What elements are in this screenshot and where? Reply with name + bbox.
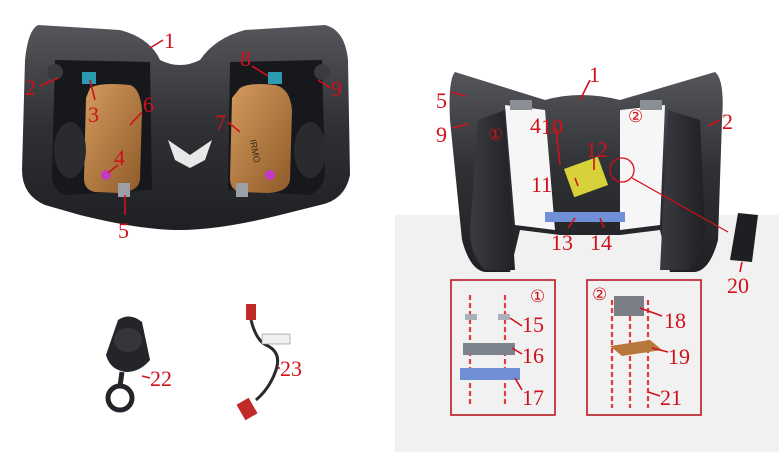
callout-17: 17 bbox=[522, 385, 544, 410]
callout-r9: 9 bbox=[436, 122, 447, 147]
callout-3: 3 bbox=[88, 102, 99, 127]
callout-19: 19 bbox=[668, 344, 690, 369]
harness-part-23: 23 bbox=[236, 304, 302, 421]
detail-marker-1: ① bbox=[530, 287, 545, 307]
callout-r11: 11 bbox=[531, 172, 552, 197]
callout-20: 21 bbox=[660, 385, 682, 410]
callout-6: 6 bbox=[143, 92, 154, 117]
callout-r2: 2 bbox=[722, 109, 733, 134]
callout-r10: 10 bbox=[541, 114, 563, 139]
cover-logo: IRMO bbox=[248, 139, 262, 164]
callout-r12: 12 bbox=[586, 137, 608, 162]
bracket-part-17 bbox=[460, 368, 520, 380]
callout-5: 5 bbox=[118, 218, 129, 243]
callout-1: 1 bbox=[164, 28, 175, 53]
callout-r14: 14 bbox=[590, 230, 612, 255]
detail-marker-2: ② bbox=[592, 285, 607, 305]
front-housing-assembly: IRMO bbox=[22, 25, 350, 230]
seal-strip bbox=[730, 213, 758, 262]
detail-box-2: ② 18 19 21 bbox=[586, 279, 702, 416]
callout-18: 18 bbox=[664, 308, 686, 333]
lower-bracket bbox=[545, 212, 625, 222]
cushion-part-18 bbox=[614, 296, 644, 316]
rear-housing-assembly bbox=[449, 72, 758, 272]
callout-7: 7 bbox=[215, 110, 226, 135]
left-callouts: 1 2 3 4 5 6 7 8 9 bbox=[25, 28, 342, 243]
storage-cover-right bbox=[230, 84, 292, 193]
plate-part-19 bbox=[610, 340, 662, 356]
cap-part-22: 22 bbox=[105, 316, 172, 413]
storage-cover-left bbox=[84, 84, 142, 193]
marker-1-housing: ① bbox=[488, 125, 503, 145]
center-logo-emblem bbox=[168, 140, 212, 168]
callout-21: 20 bbox=[727, 273, 749, 298]
switch-module bbox=[563, 156, 609, 198]
callout-15: 15 bbox=[522, 312, 544, 337]
callout-r5: 5 bbox=[436, 88, 447, 113]
callout-9: 9 bbox=[331, 76, 342, 101]
callout-22: 22 bbox=[150, 366, 172, 391]
callout-r1: 1 bbox=[589, 62, 600, 87]
marker-2-housing: ② bbox=[628, 107, 643, 127]
callout-2: 2 bbox=[25, 75, 36, 100]
callout-23: 23 bbox=[280, 356, 302, 381]
callout-16: 16 bbox=[522, 343, 544, 368]
detail-box-1: ① 15 16 17 bbox=[450, 279, 556, 416]
callout-r13: 13 bbox=[551, 230, 573, 255]
callout-4: 4 bbox=[114, 145, 125, 170]
callout-r4: 4 bbox=[530, 113, 541, 138]
callout-8: 8 bbox=[240, 46, 251, 71]
right-callouts: 1 2 4 5 9 10 11 12 13 14 20 ① ② bbox=[436, 62, 749, 298]
